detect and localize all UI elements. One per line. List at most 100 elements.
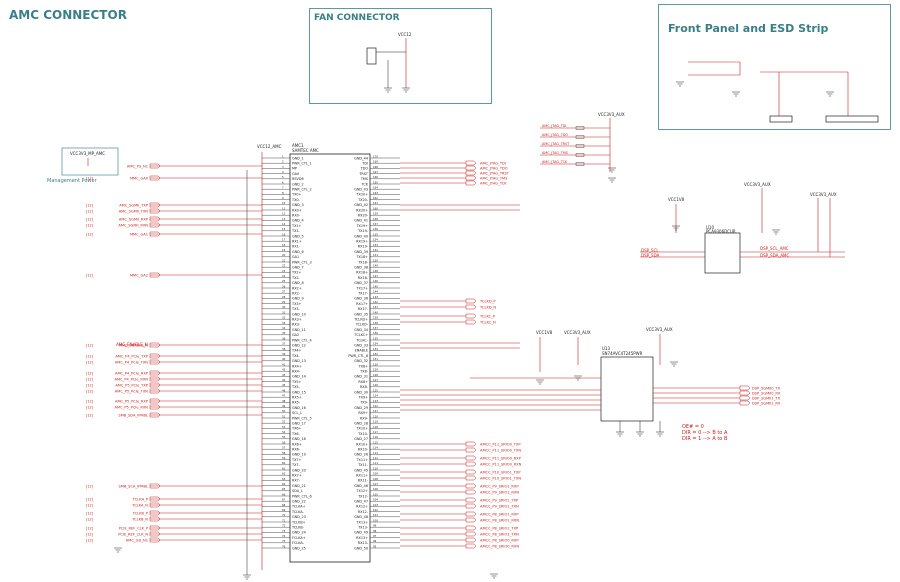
amc-right-pin-number: 124	[373, 394, 378, 398]
right-net-label: AMC_JTAG_TDO	[480, 166, 508, 170]
amc-left-pin-number: 34	[282, 326, 286, 330]
amc-left-pin-number: 57	[282, 446, 286, 450]
amc-right-pin-number: 137	[373, 326, 378, 330]
amc-right-pin-label: RX10-	[358, 448, 369, 452]
amc-left-pin-label: RX4-	[292, 370, 301, 374]
front-panel-frame	[658, 4, 891, 130]
amc-left-pin-label: GND_15	[292, 390, 306, 394]
jtag-label: AMC_JTAG_TMS	[542, 151, 568, 155]
dsp-label: DSP_SGMII0_RX	[752, 391, 781, 395]
left-net-tag: [12]	[86, 377, 94, 381]
amc-left-pin-number: 74	[282, 534, 286, 538]
amc-left-pin-label: GND_7	[292, 266, 304, 270]
fan-connector-symbol	[366, 47, 377, 65]
left-net-tag: [12]	[86, 413, 94, 417]
amc-right-pin-label: TCLKC-	[355, 338, 369, 342]
right-net-port	[465, 489, 477, 495]
left-net-tag: [12]	[86, 360, 94, 364]
amc-right-pin-label: TCLKC+	[354, 333, 369, 337]
amc-left-pin-label: PWR_CTL_4	[292, 338, 312, 342]
amc-left-pin-label: GND_17	[292, 422, 306, 426]
amc-left-pin-number: 22	[282, 264, 286, 268]
right-net-port	[465, 160, 477, 166]
left-net-label: MMC_GA0	[130, 176, 149, 180]
amc-right-pin-number: 107	[373, 482, 378, 486]
right-net-port	[465, 511, 477, 517]
left-net-tag: [12]	[86, 209, 94, 213]
amc-left-pin-number: 9	[282, 196, 284, 200]
dsp-port	[739, 385, 751, 391]
amc-left-pin-number: 67	[282, 498, 286, 502]
amc-right-pin-number: 121	[373, 409, 378, 413]
ground-symbol	[384, 87, 392, 93]
amc-left-pin-label: TX5+	[291, 380, 302, 384]
amc-left-pin-label: GND_20	[292, 468, 306, 472]
right-net-label: AMCC_P11_SRIO0_TXP	[480, 442, 521, 446]
amc-right-pin-number: 160	[373, 206, 378, 210]
amc-right-pin-number: 138	[373, 321, 378, 325]
amc-right-pin-number: 140	[373, 310, 378, 314]
amc-right-pin-label: TX20-	[357, 198, 369, 202]
left-net-port	[149, 412, 161, 418]
vcc-mp-amc-label: VCC3V3_MP_AMC	[70, 151, 105, 156]
amc-left-pin-number: 40	[282, 357, 286, 361]
right-net-port	[465, 313, 477, 319]
amc-right-pin-label: TMS	[360, 177, 368, 181]
amc-right-pin-number: 114	[373, 446, 378, 450]
left-net-label: MMC_GA2	[130, 273, 148, 277]
amc-left-pin-label: GA2	[292, 333, 299, 337]
amc1-connector-body	[289, 153, 371, 563]
right-net-label: AMC_JTAG_TDI	[480, 161, 506, 165]
amc-right-pin-number: 153	[373, 243, 378, 247]
vcc12-fan-label: VCC12	[398, 32, 412, 37]
u13-body	[600, 356, 654, 422]
amc-right-pin-label: TX13-	[357, 526, 369, 530]
amc-left-pin-number: 47	[282, 394, 286, 398]
amc-left-pin-number: 33	[282, 321, 286, 325]
amc-left-pin-label: GND_2	[292, 182, 304, 186]
amc-left-pin-label: TX3-	[291, 307, 301, 311]
dsp-label: DSP_SGMII1_RX	[752, 401, 781, 405]
amc-right-pin-label: RX19+	[356, 240, 368, 244]
right-net-port	[465, 165, 477, 171]
amc-left-pin-label: GND_16	[292, 406, 306, 410]
amc-left-pin-number: 72	[282, 524, 286, 528]
ground-symbol	[114, 547, 122, 553]
right-net-port	[465, 461, 477, 467]
amc-left-pin-label: GND_24	[292, 531, 306, 535]
amc-right-pin-number: 122	[373, 404, 378, 408]
front-panel-pad	[825, 115, 879, 123]
vcc12-amc-label: VCC12_AMC	[257, 144, 282, 149]
left-net-port	[149, 496, 161, 502]
amc-right-pin-number: 162	[373, 196, 378, 200]
right-net-label: TCLKC_N	[479, 320, 496, 324]
right-net-port	[465, 180, 477, 186]
amc-left-pin-number: 17	[282, 238, 286, 242]
left-net-label: SMB_SDA_IPMBL	[118, 413, 148, 417]
amc-left-pin-label: GND_6	[292, 250, 304, 254]
jtag-label: AMC_JTAG_TDI	[542, 124, 566, 128]
left-net-port	[149, 404, 161, 410]
amc-right-pin-label: RX9-	[360, 416, 369, 420]
amc-left-pin-number: 70	[282, 513, 286, 517]
right-net-port	[465, 469, 477, 475]
amc-left-pin-label: PWR_CTL_2	[292, 188, 312, 192]
left-net-port	[149, 163, 161, 169]
amc-right-pin-number: 99	[373, 524, 377, 528]
amc-right-pin-number: 116	[373, 435, 378, 439]
amc-right-pin-label: GND_47	[354, 500, 368, 504]
amc1-part: SAMTEC AMC	[292, 148, 319, 153]
right-net-port	[465, 537, 477, 543]
amc-right-pin-number: 135	[373, 336, 378, 340]
left-net-port	[149, 398, 161, 404]
amc-right-pin-number: 102	[373, 508, 378, 512]
amc-left-pin-number: 8	[282, 191, 284, 195]
amc-right-pin-label: RX10+	[356, 442, 368, 446]
vcc1v8-u13-label: VCC1V8	[536, 330, 553, 335]
left-net-label: PCIE_REF_CLK_P	[119, 526, 149, 530]
amc-right-pin-number: 147	[373, 274, 378, 278]
amc-right-pin-label: TX19+	[355, 224, 368, 228]
amc-left-pin-label: TX2-	[291, 276, 301, 280]
left-net-tag: [12]	[86, 532, 94, 536]
